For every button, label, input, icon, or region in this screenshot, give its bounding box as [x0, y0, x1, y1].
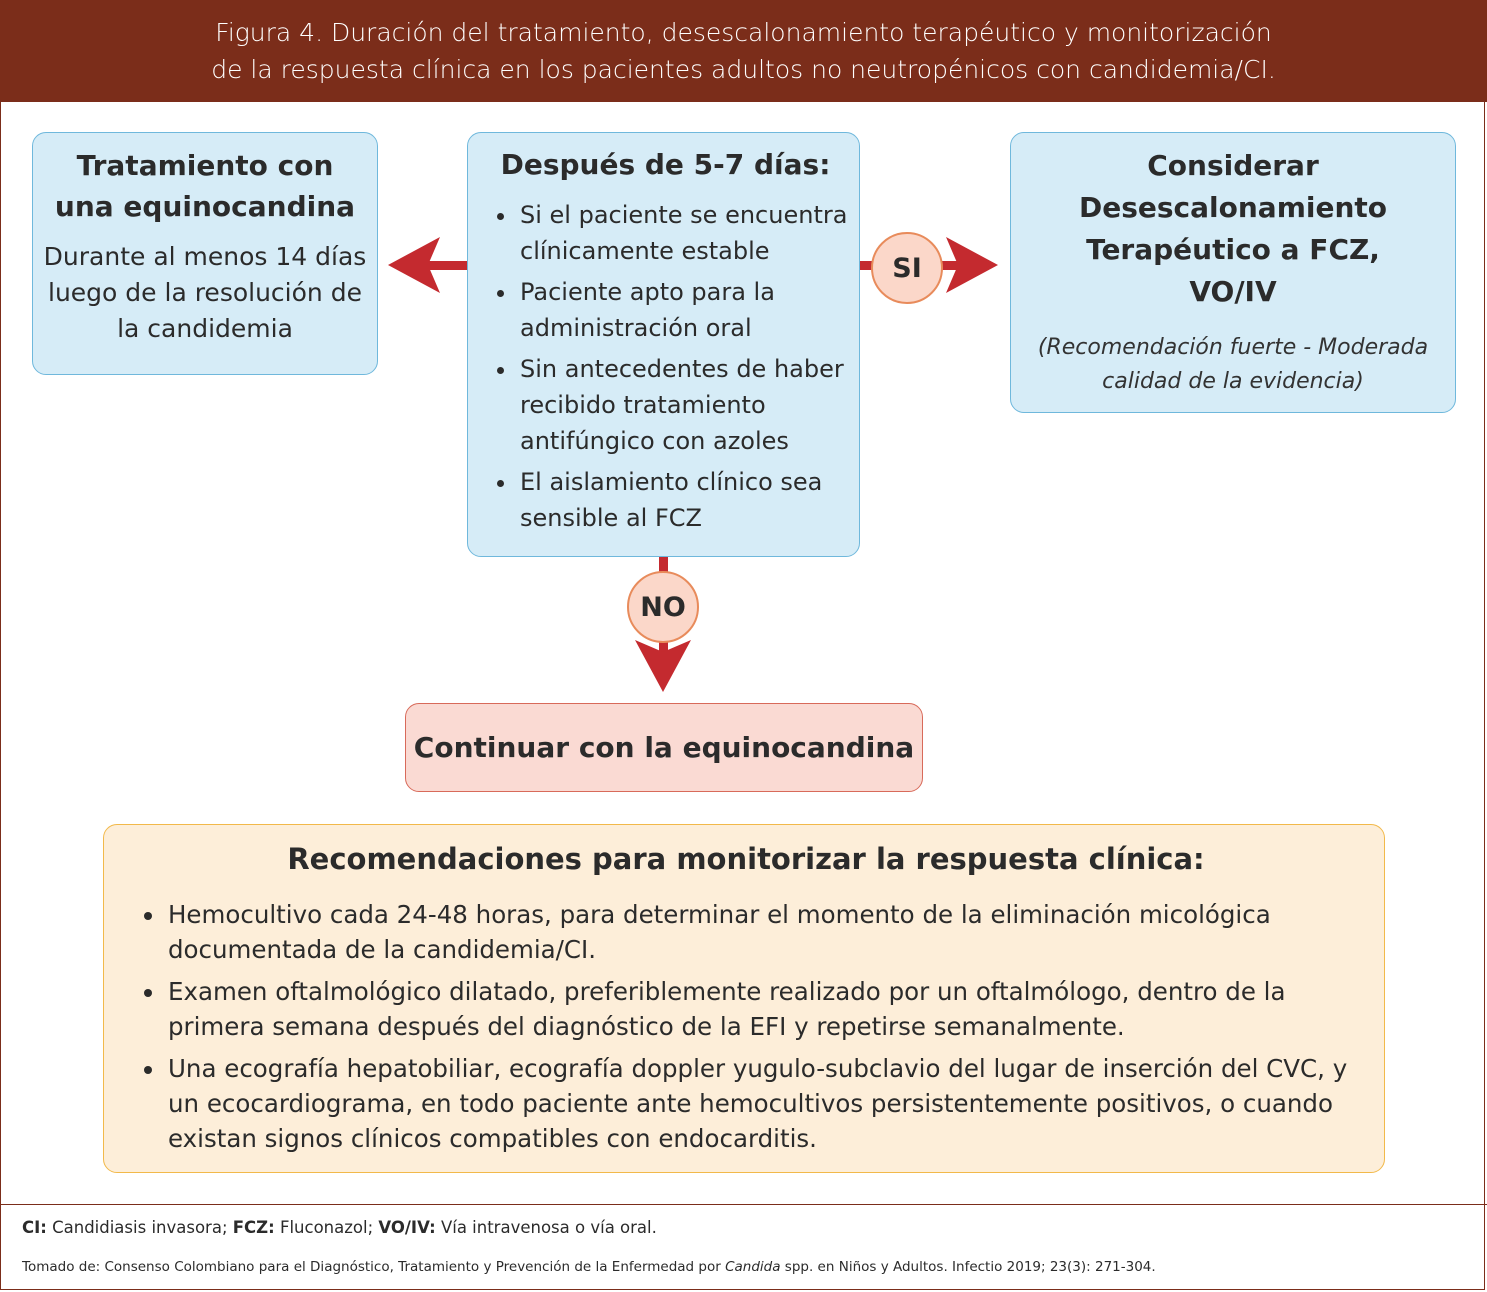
- deescalation-box: Considerar Desescalonamiento Terapéutico…: [1010, 132, 1456, 413]
- criteria-item: Paciente apto para la administración ora…: [518, 274, 849, 346]
- equinocandin-treatment-box: Tratamiento con una equinocandina Durant…: [32, 132, 378, 375]
- footer-divider: [0, 1204, 1487, 1205]
- deescalation-title: Considerar Desescalonamiento Terapéutico…: [1025, 145, 1441, 313]
- monitoring-list: Hemocultivo cada 24-48 horas, para deter…: [128, 897, 1364, 1156]
- abbr-vo-text: Vía intravenosa o vía oral.: [435, 1218, 657, 1237]
- after-5-7-days-title: Después de 5-7 días:: [500, 148, 831, 181]
- abbr-vo: VO/IV:: [378, 1218, 436, 1237]
- yes-badge: SI: [871, 232, 943, 304]
- deescalation-title-line: Considerar: [1147, 149, 1319, 182]
- deescalation-title-line: VO/IV: [1189, 275, 1277, 308]
- continue-equinocandin-label: Continuar con la equinocandina: [413, 731, 915, 764]
- monitoring-recommendations-box: Recomendaciones para monitorizar la resp…: [103, 824, 1385, 1173]
- deescalation-title-line: Terapéutico a FCZ,: [1086, 233, 1380, 266]
- abbr-fcz-text: Fluconazol;: [274, 1218, 379, 1237]
- no-badge: NO: [627, 571, 699, 643]
- header-line-2: de la respuesta clínica en los pacientes…: [211, 55, 1276, 84]
- criteria-list: Si el paciente se encuentra clínicamente…: [482, 197, 849, 536]
- monitoring-title: Recomendaciones para monitorizar la resp…: [287, 842, 1205, 876]
- criteria-item: El aislamiento clínico sea sensible al F…: [518, 464, 849, 536]
- monitoring-item: Una ecografía hepatobiliar, ecografía do…: [166, 1051, 1364, 1156]
- figure-header: Figura 4. Duración del tratamiento, dese…: [0, 0, 1487, 102]
- criteria-item: Si el paciente se encuentra clínicamente…: [518, 197, 849, 269]
- abbr-fcz: FCZ:: [232, 1218, 275, 1237]
- monitoring-item: Hemocultivo cada 24-48 horas, para deter…: [166, 897, 1364, 967]
- continue-equinocandin-box: Continuar con la equinocandina: [405, 703, 923, 792]
- recommendation-strength-note: (Recomendación fuerte - Moderada calidad…: [1037, 335, 1429, 394]
- source-after: spp. en Niños y Adultos. Infectio 2019; …: [780, 1259, 1156, 1275]
- abbr-ci: CI:: [22, 1218, 47, 1237]
- monitoring-item: Examen oftalmológico dilatado, preferibl…: [166, 974, 1364, 1044]
- equinocandin-treatment-title: Tratamiento con una equinocandina: [54, 149, 356, 223]
- source-before: Tomado de: Consenso Colombiano para el D…: [22, 1259, 726, 1275]
- source-citation: Tomado de: Consenso Colombiano para el D…: [22, 1259, 1156, 1275]
- source-italic: Candida: [725, 1259, 781, 1275]
- abbreviations-footnote: CI: Candidiasis invasora; FCZ: Fluconazo…: [22, 1218, 657, 1237]
- abbr-ci-text: Candidiasis invasora;: [46, 1218, 233, 1237]
- criteria-item: Sin antecedentes de haber recibido trata…: [518, 351, 849, 459]
- equinocandin-treatment-text: Durante al menos 14 días luego de la res…: [43, 242, 367, 343]
- after-5-7-days-box: Después de 5-7 días: Si el paciente se e…: [467, 132, 860, 557]
- deescalation-title-line: Desescalonamiento: [1078, 191, 1388, 224]
- header-line-1: Figura 4. Duración del tratamiento, dese…: [215, 18, 1272, 47]
